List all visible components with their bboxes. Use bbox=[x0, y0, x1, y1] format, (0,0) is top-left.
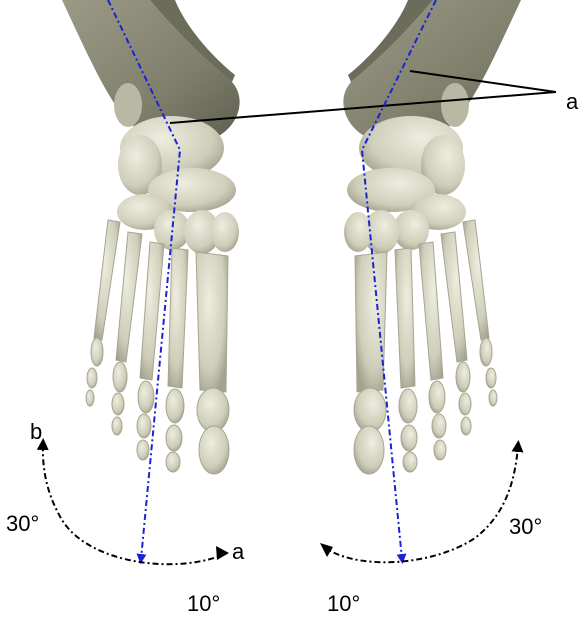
left-cuneiform-3 bbox=[211, 212, 239, 252]
arc-arrowhead-a bbox=[216, 546, 229, 560]
angle-label-right-10: 10° bbox=[327, 593, 360, 615]
label-a-ankle: a bbox=[566, 91, 578, 113]
label-b: b bbox=[30, 421, 42, 443]
arc-arrowhead-right-start bbox=[320, 543, 333, 557]
label-a-arc: a bbox=[232, 541, 244, 563]
left-rotation-arc bbox=[43, 444, 227, 564]
right-rotation-arc bbox=[322, 446, 518, 562]
angle-label-left-10: 10° bbox=[187, 593, 220, 615]
angle-label-left-30: 30° bbox=[6, 513, 39, 535]
left-malleolus bbox=[114, 83, 142, 127]
left-foot-skeleton bbox=[62, 0, 240, 474]
angle-label-right-30: 30° bbox=[509, 516, 542, 538]
